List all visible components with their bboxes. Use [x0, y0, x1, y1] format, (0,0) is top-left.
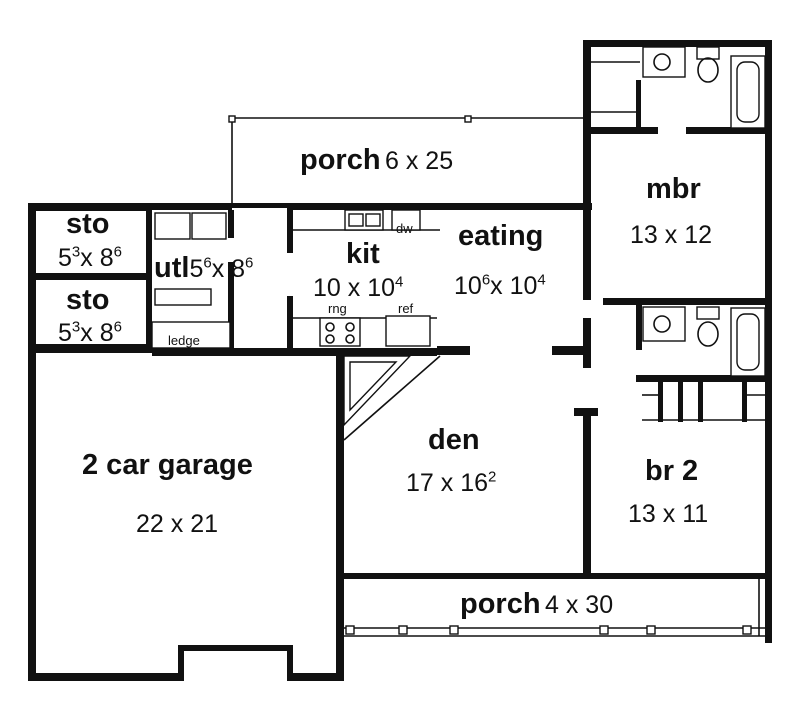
utl-dims: 56x 86 [189, 254, 254, 283]
eating-name: eating [458, 220, 544, 252]
utl-label: utl56x 86 [154, 254, 253, 283]
fireplace [343, 355, 441, 441]
garage-name: 2 car garage [82, 449, 253, 481]
utility-fixtures [151, 212, 231, 349]
walls [28, 40, 772, 681]
eating-dims: 106x 104 [454, 271, 546, 300]
front-porch-outline [343, 575, 770, 637]
br2-name: br 2 [645, 455, 699, 487]
rear-porch-label: porch 6 x 25 [300, 146, 453, 175]
rear-porch-name: porch [300, 144, 381, 176]
mbr-name: mbr [646, 173, 701, 205]
den-dims: 17 x 162 [406, 468, 497, 497]
sto-lower-name: sto [66, 284, 110, 316]
sto-upper-name: sto [66, 208, 110, 240]
utl-name: utl [154, 252, 190, 284]
front-porch-label: porch 4 x 30 [460, 590, 613, 619]
kitchen-fixtures [293, 209, 440, 347]
front-porch-name: porch [460, 588, 541, 620]
rear-porch-outline [228, 115, 583, 203]
master-bath [591, 46, 766, 132]
br2-dims: 13 x 11 [628, 500, 709, 528]
rng-label: rng [328, 301, 347, 316]
sto-lower-dims: 53x 86 [58, 318, 122, 347]
closets [642, 382, 765, 422]
kit-name: kit [346, 238, 380, 270]
dw-label: dw [396, 221, 413, 236]
hall-bath [642, 306, 766, 377]
ledge-label: ledge [168, 333, 200, 348]
kit-dims: 10 x 104 [313, 273, 404, 302]
sto-upper-dims: 53x 86 [58, 243, 122, 272]
front-porch-dims: 4 x 30 [545, 591, 614, 619]
den-name: den [428, 424, 480, 456]
ref-label: ref [398, 301, 414, 316]
mbr-dims: 13 x 12 [630, 221, 713, 249]
rear-porch-dims: 6 x 25 [385, 147, 454, 175]
garage-dims: 22 x 21 [136, 510, 219, 538]
